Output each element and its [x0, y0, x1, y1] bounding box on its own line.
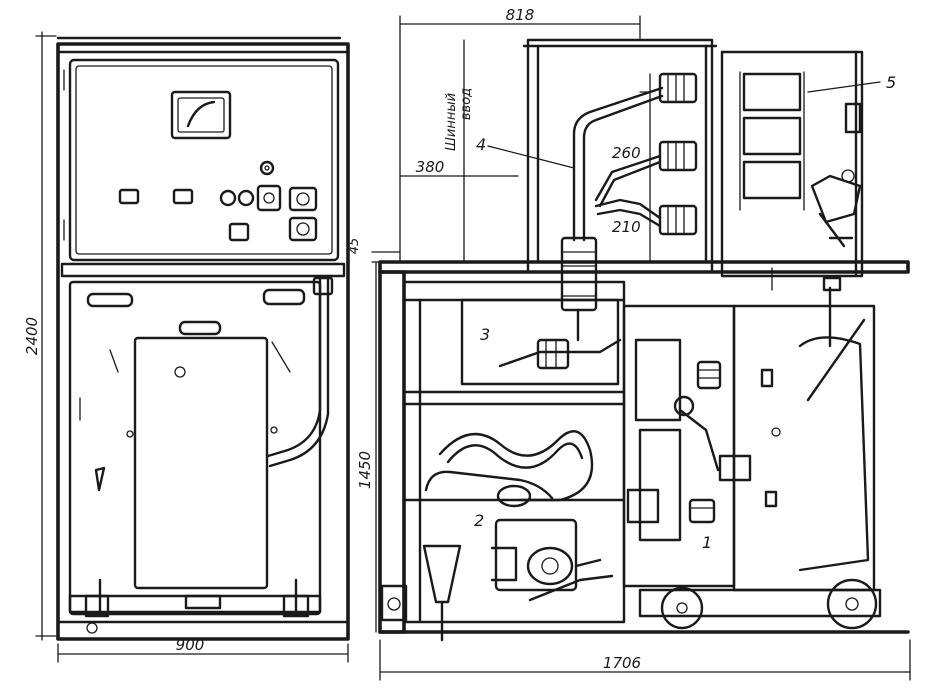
- handle-slot: [262, 288, 306, 306]
- busbar-entry-label-line2: ввод: [459, 88, 474, 120]
- busbar-entry-label: Шинный: [444, 93, 459, 151]
- total-width-dimension-label: 1706: [603, 654, 641, 672]
- lower-door: [68, 280, 322, 616]
- height-dimension-label: 2400: [23, 317, 41, 355]
- side-view: 818 Шинный ввод 380: [347, 6, 911, 681]
- control-knob-icon: [219, 189, 237, 207]
- control-knob-icon: [237, 189, 255, 207]
- dim-45-label: 45: [347, 238, 362, 255]
- wheel-icon: [826, 578, 878, 630]
- insulator-icon: [658, 204, 698, 236]
- control-slot: [172, 188, 194, 205]
- handle-slot: [178, 320, 222, 336]
- dim-260-label: 260: [612, 144, 641, 162]
- relay-block: [742, 116, 802, 156]
- front-dimensions: 2400 900: [23, 31, 349, 663]
- warning-marker-icon: [94, 466, 106, 492]
- viewing-window: [133, 336, 269, 590]
- control-slot: [118, 188, 140, 205]
- insulator-icon: [688, 498, 716, 524]
- dim-210-label: 210: [612, 218, 641, 236]
- meter-icon: [170, 90, 232, 140]
- middle-deck: [378, 260, 910, 274]
- insulator-icon: [658, 72, 698, 104]
- width-dimension-label: 900: [176, 636, 205, 654]
- insulator-icon: [696, 360, 722, 390]
- front-view: [56, 36, 350, 641]
- callout-3: 3: [480, 325, 490, 344]
- push-button-icon: [256, 184, 282, 212]
- wheel-icon: [660, 586, 704, 630]
- indicator-lamp-icon: [259, 160, 275, 176]
- dim-1450-label: 1450: [356, 451, 374, 489]
- cable-funnel-icon: [422, 544, 462, 604]
- relay-block: [742, 72, 802, 112]
- callout-1: 1: [702, 533, 712, 552]
- push-button-icon: [288, 216, 318, 242]
- relay-block: [742, 160, 802, 200]
- callout-2: 2: [474, 511, 484, 530]
- handle-slot: [86, 292, 134, 308]
- front-cabinet-outline: [56, 42, 350, 641]
- transformer-icon: [536, 338, 570, 370]
- callout-5: 5: [886, 73, 896, 92]
- push-button-icon: [288, 186, 318, 212]
- upper-door: [68, 58, 340, 262]
- drive-compartment: [720, 50, 864, 278]
- control-slot: [228, 222, 250, 242]
- callout-4: 4: [476, 135, 486, 154]
- insulator-icon: [658, 140, 698, 172]
- dim-380-label: 380: [416, 158, 445, 176]
- top-width-dimension-label: 818: [506, 6, 535, 24]
